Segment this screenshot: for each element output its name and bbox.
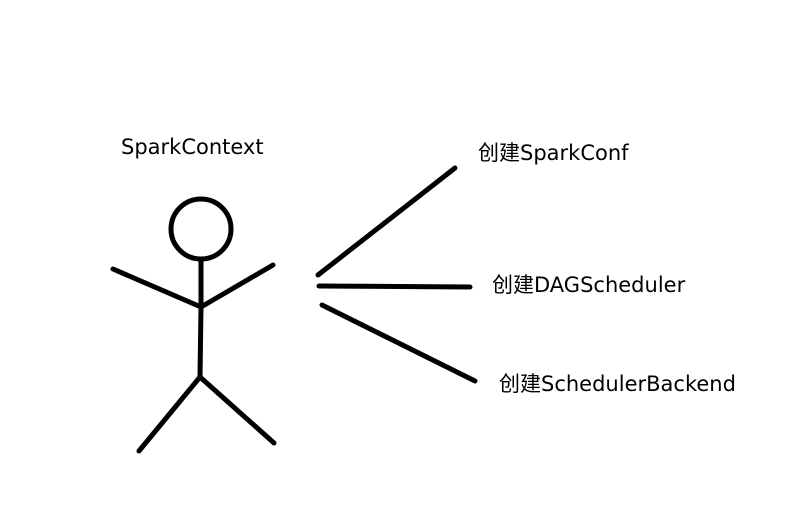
actor-right-leg: [197, 374, 277, 446]
connector-line-3: [319, 302, 478, 384]
actor-right-arm: [198, 262, 276, 310]
step-label-dag-scheduler: 创建DAGScheduler: [492, 273, 686, 297]
actor-left-arm: [110, 266, 204, 310]
stick-figure-actor: [110, 196, 277, 454]
connector-line-2: [316, 283, 473, 290]
step-label-scheduler-backend: 创建SchedulerBackend: [499, 372, 736, 396]
connector-line-1: [315, 165, 458, 278]
actor-body: [197, 304, 204, 380]
step-label-spark-conf: 创建SparkConf: [478, 141, 629, 165]
actor-head: [168, 196, 234, 262]
actor-left-leg: [136, 374, 203, 454]
connector-lines: [315, 165, 478, 384]
actor-label: SparkContext: [121, 135, 264, 159]
